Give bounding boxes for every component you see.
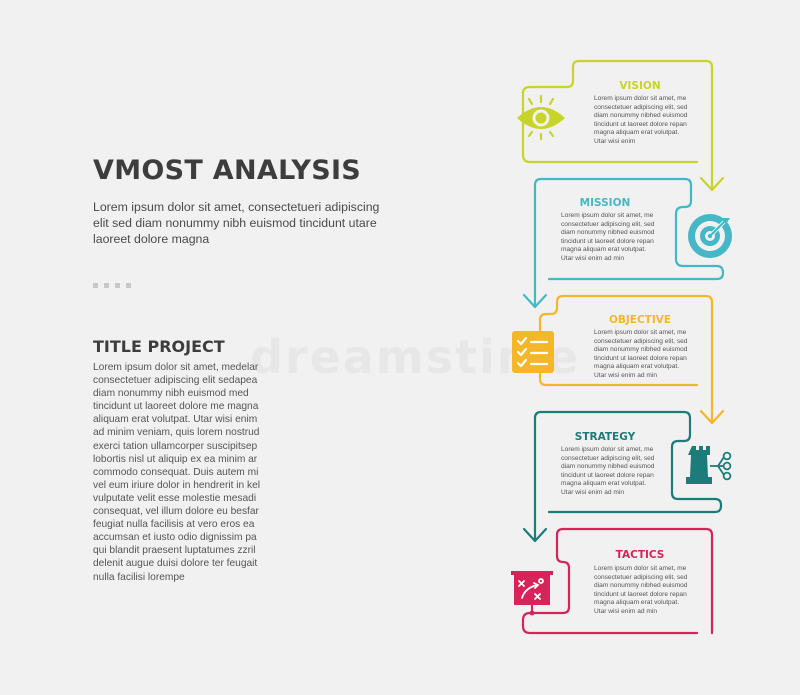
checklist-icon xyxy=(512,331,554,373)
step-outline-vision xyxy=(521,59,725,192)
step-title-vision: VISION xyxy=(619,80,661,92)
step-text-objective: Lorem ipsum dolor sit amet, me consectet… xyxy=(594,329,688,379)
step-outline-mission xyxy=(522,177,725,309)
divider-dot xyxy=(93,283,98,288)
step-text-strategy: Lorem ipsum dolor sit amet, me consectet… xyxy=(561,446,655,496)
step-title-mission: MISSION xyxy=(579,197,631,209)
step-text-mission: Lorem ipsum dolor sit amet, me consectet… xyxy=(561,212,655,262)
project-title: TITLE PROJECT xyxy=(93,337,225,356)
chess-rook-icon xyxy=(686,446,732,484)
eye-icon xyxy=(517,94,565,141)
step-outline-tactics xyxy=(521,527,714,635)
divider-dot xyxy=(104,283,109,288)
step-outline-strategy xyxy=(522,410,723,543)
step-title-tactics: TACTICS xyxy=(615,549,665,561)
tactics-board-icon xyxy=(511,571,553,616)
step-text-tactics: Lorem ipsum dolor sit amet, me consectet… xyxy=(594,565,688,615)
page-title: VMOST ANALYSIS xyxy=(93,155,362,186)
project-body: Lorem ipsum dolor sit amet, medelar cons… xyxy=(93,362,261,583)
step-text-vision: Lorem ipsum dolor sit amet, me consectet… xyxy=(594,95,688,145)
step-outline-objective xyxy=(538,294,725,425)
step-title-strategy: STRATEGY xyxy=(574,431,636,443)
divider-dot xyxy=(115,283,120,288)
page-subtitle: Lorem ipsum dolor sit amet, consectetuer… xyxy=(93,200,380,246)
target-icon xyxy=(688,214,732,258)
divider-dot xyxy=(126,283,131,288)
step-title-objective: OBJECTIVE xyxy=(608,314,672,326)
